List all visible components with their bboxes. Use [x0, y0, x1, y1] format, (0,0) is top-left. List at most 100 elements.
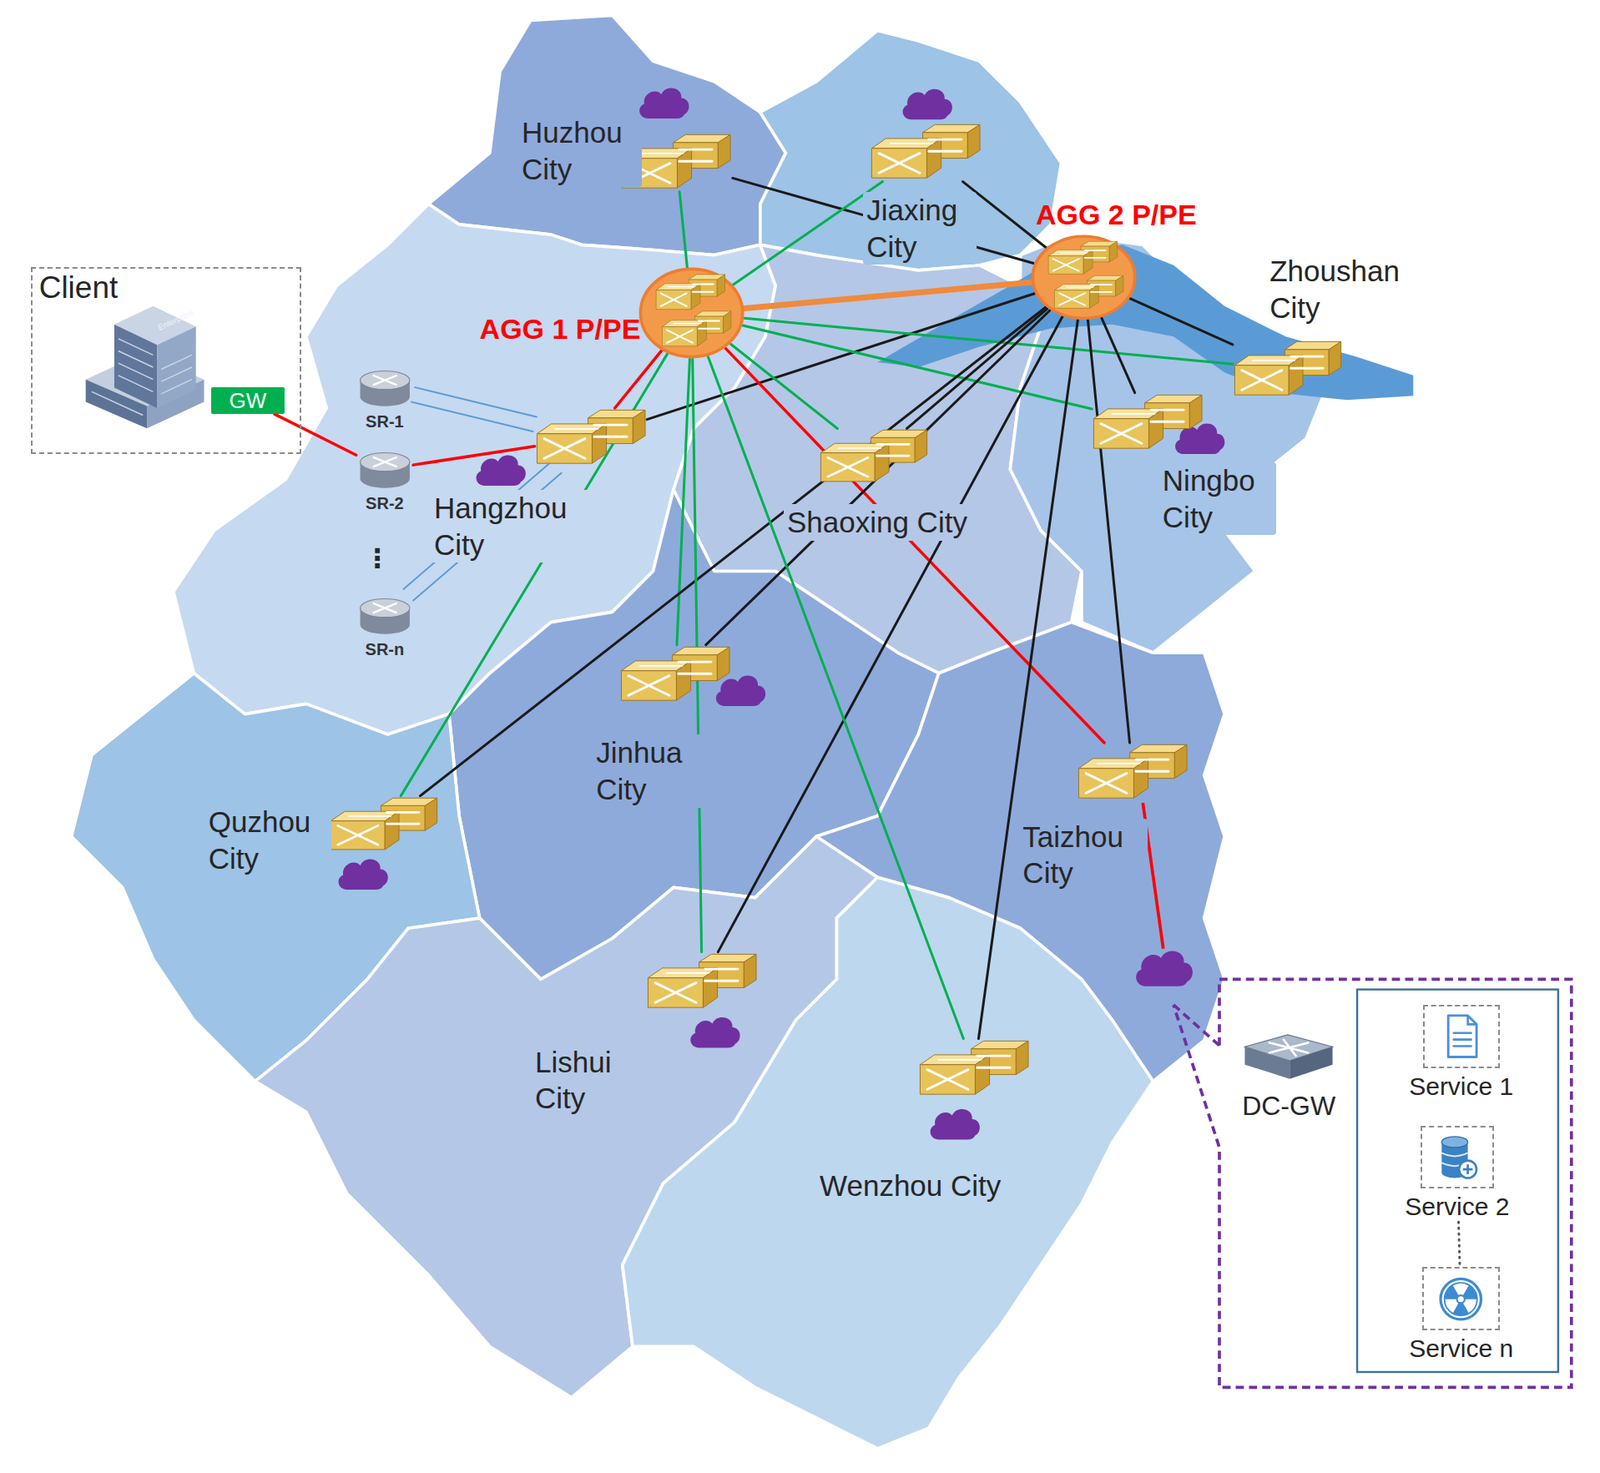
router-label: SR-2: [365, 493, 404, 514]
cloud-icon: [476, 454, 526, 485]
graphic-part: [871, 124, 980, 178]
graphic-part: [91, 338, 192, 416]
graphic-part: [91, 391, 143, 415]
link-line: [707, 357, 964, 1040]
city-router: Wenzhou City: [918, 1039, 1030, 1099]
city-router: Shaoxing City: [818, 428, 929, 485]
link-line: [679, 191, 687, 268]
service-item: Service 1: [1408, 1004, 1514, 1102]
ellipsis-mark: ⋮: [363, 544, 391, 574]
link-line: [1101, 317, 1136, 394]
city-label: Huzhou City: [518, 114, 642, 188]
link-line: [400, 353, 667, 797]
service-icon-box: [1423, 1004, 1500, 1069]
service-label: Service 1: [1408, 1071, 1514, 1102]
city-label: Zhoushan City: [1266, 252, 1422, 327]
cloud-icon: [338, 859, 389, 890]
graphic-part: [918, 1039, 1030, 1099]
graphic-part: [621, 646, 731, 701]
gateway-label: DC-GW: [1241, 1090, 1336, 1122]
graphic-part: [869, 122, 982, 182]
dc-dashed-outline: [1173, 979, 1572, 1388]
link-line: [731, 343, 838, 429]
graphic-part: [356, 595, 414, 636]
city-router: Huzhou City: [620, 132, 732, 192]
graphic-part: [1234, 341, 1341, 395]
aggregation-label: AGG 1 P/PE: [479, 312, 642, 347]
service-label: Service 2: [1404, 1191, 1510, 1222]
sr-router: SR-2: [356, 449, 414, 490]
service-label: Service n: [1408, 1333, 1514, 1364]
city-router: Quzhou City: [328, 796, 440, 853]
city-label: Wenzhou City: [816, 1167, 1005, 1205]
graphic-part: [638, 267, 745, 359]
aggregation-router: AGG 1 P/PE: [638, 267, 745, 359]
link-line: [413, 446, 536, 465]
router-label: SR-n: [365, 639, 405, 660]
graphic-part: [1245, 1034, 1333, 1080]
link-line: [733, 181, 884, 285]
link-line: [414, 387, 537, 417]
service-item: Service 2: [1404, 1125, 1510, 1223]
aggregation-label: AGG 2 P/PE: [1035, 197, 1197, 233]
city-router: Lishui City: [646, 952, 758, 1012]
graphic-part: [356, 449, 414, 490]
box-title: Client: [32, 268, 126, 308]
graphic-part: [359, 371, 409, 407]
graphic-part: [1442, 1136, 1478, 1179]
graphic-part: [1078, 744, 1187, 798]
aggregation-router: AGG 2 P/PE: [1030, 234, 1137, 321]
region-hangzhou: [173, 203, 776, 735]
city-router: Ningbo City: [1091, 393, 1204, 453]
graphic-part: [1448, 1015, 1477, 1058]
sr-router: SR-n: [356, 595, 414, 636]
gateway-box: GW: [211, 387, 286, 414]
graphic-part: [536, 409, 646, 464]
region-wenzhou: [622, 877, 1154, 1449]
city-router: Jiaxing City: [869, 122, 982, 182]
cloud-icon: [716, 675, 766, 706]
graphic-part: [1032, 236, 1135, 318]
cloud-icon: [639, 87, 689, 118]
router-label: SR-1: [365, 411, 404, 432]
graphic-part: [114, 324, 157, 409]
cloud-icon: [930, 1109, 980, 1140]
cloud-icon: [690, 1017, 740, 1048]
graphic-part: [820, 430, 927, 483]
link-line: [676, 358, 690, 645]
link-line: [274, 413, 357, 455]
graphic-part: [1232, 339, 1343, 399]
graphic-part: [1048, 241, 1117, 274]
dc-gateway: DC-GW: [1242, 1030, 1335, 1087]
graphic-part: [818, 428, 929, 485]
link-line: [907, 308, 1048, 430]
graphic-part: [161, 354, 192, 369]
link-line: [1458, 1221, 1460, 1267]
link-line: [1130, 298, 1233, 345]
service-item: Service n: [1408, 1266, 1514, 1364]
graphic-part: [662, 311, 732, 347]
graphic-part: [156, 326, 196, 409]
graphic-part: [161, 379, 192, 394]
graphic-part: [328, 796, 440, 853]
graphic-part: [118, 363, 154, 380]
cloud-icon: [1135, 950, 1193, 986]
service-pool-box: [1357, 989, 1559, 1373]
graphic-part: [1439, 1276, 1484, 1321]
city-label: Jiaxing City: [863, 191, 977, 266]
city-label: Quzhou City: [205, 803, 332, 878]
client-box: ClientGW: [30, 267, 302, 455]
city-label: Ningbo City: [1159, 462, 1277, 536]
cloud-icons: [338, 87, 1226, 1140]
link-line: [706, 310, 1050, 646]
graphic-part: [647, 953, 757, 1008]
graphic-part: [359, 598, 409, 634]
graphic-part: [330, 797, 437, 850]
graphic-part: [1076, 742, 1189, 803]
city-label: Taizhou City: [1019, 818, 1148, 893]
link-line: [1087, 320, 1130, 743]
link-line: [978, 320, 1078, 1040]
link-line: [411, 402, 533, 432]
graphic-part: [1094, 394, 1203, 449]
city-router: Taizhou City: [1076, 742, 1189, 803]
